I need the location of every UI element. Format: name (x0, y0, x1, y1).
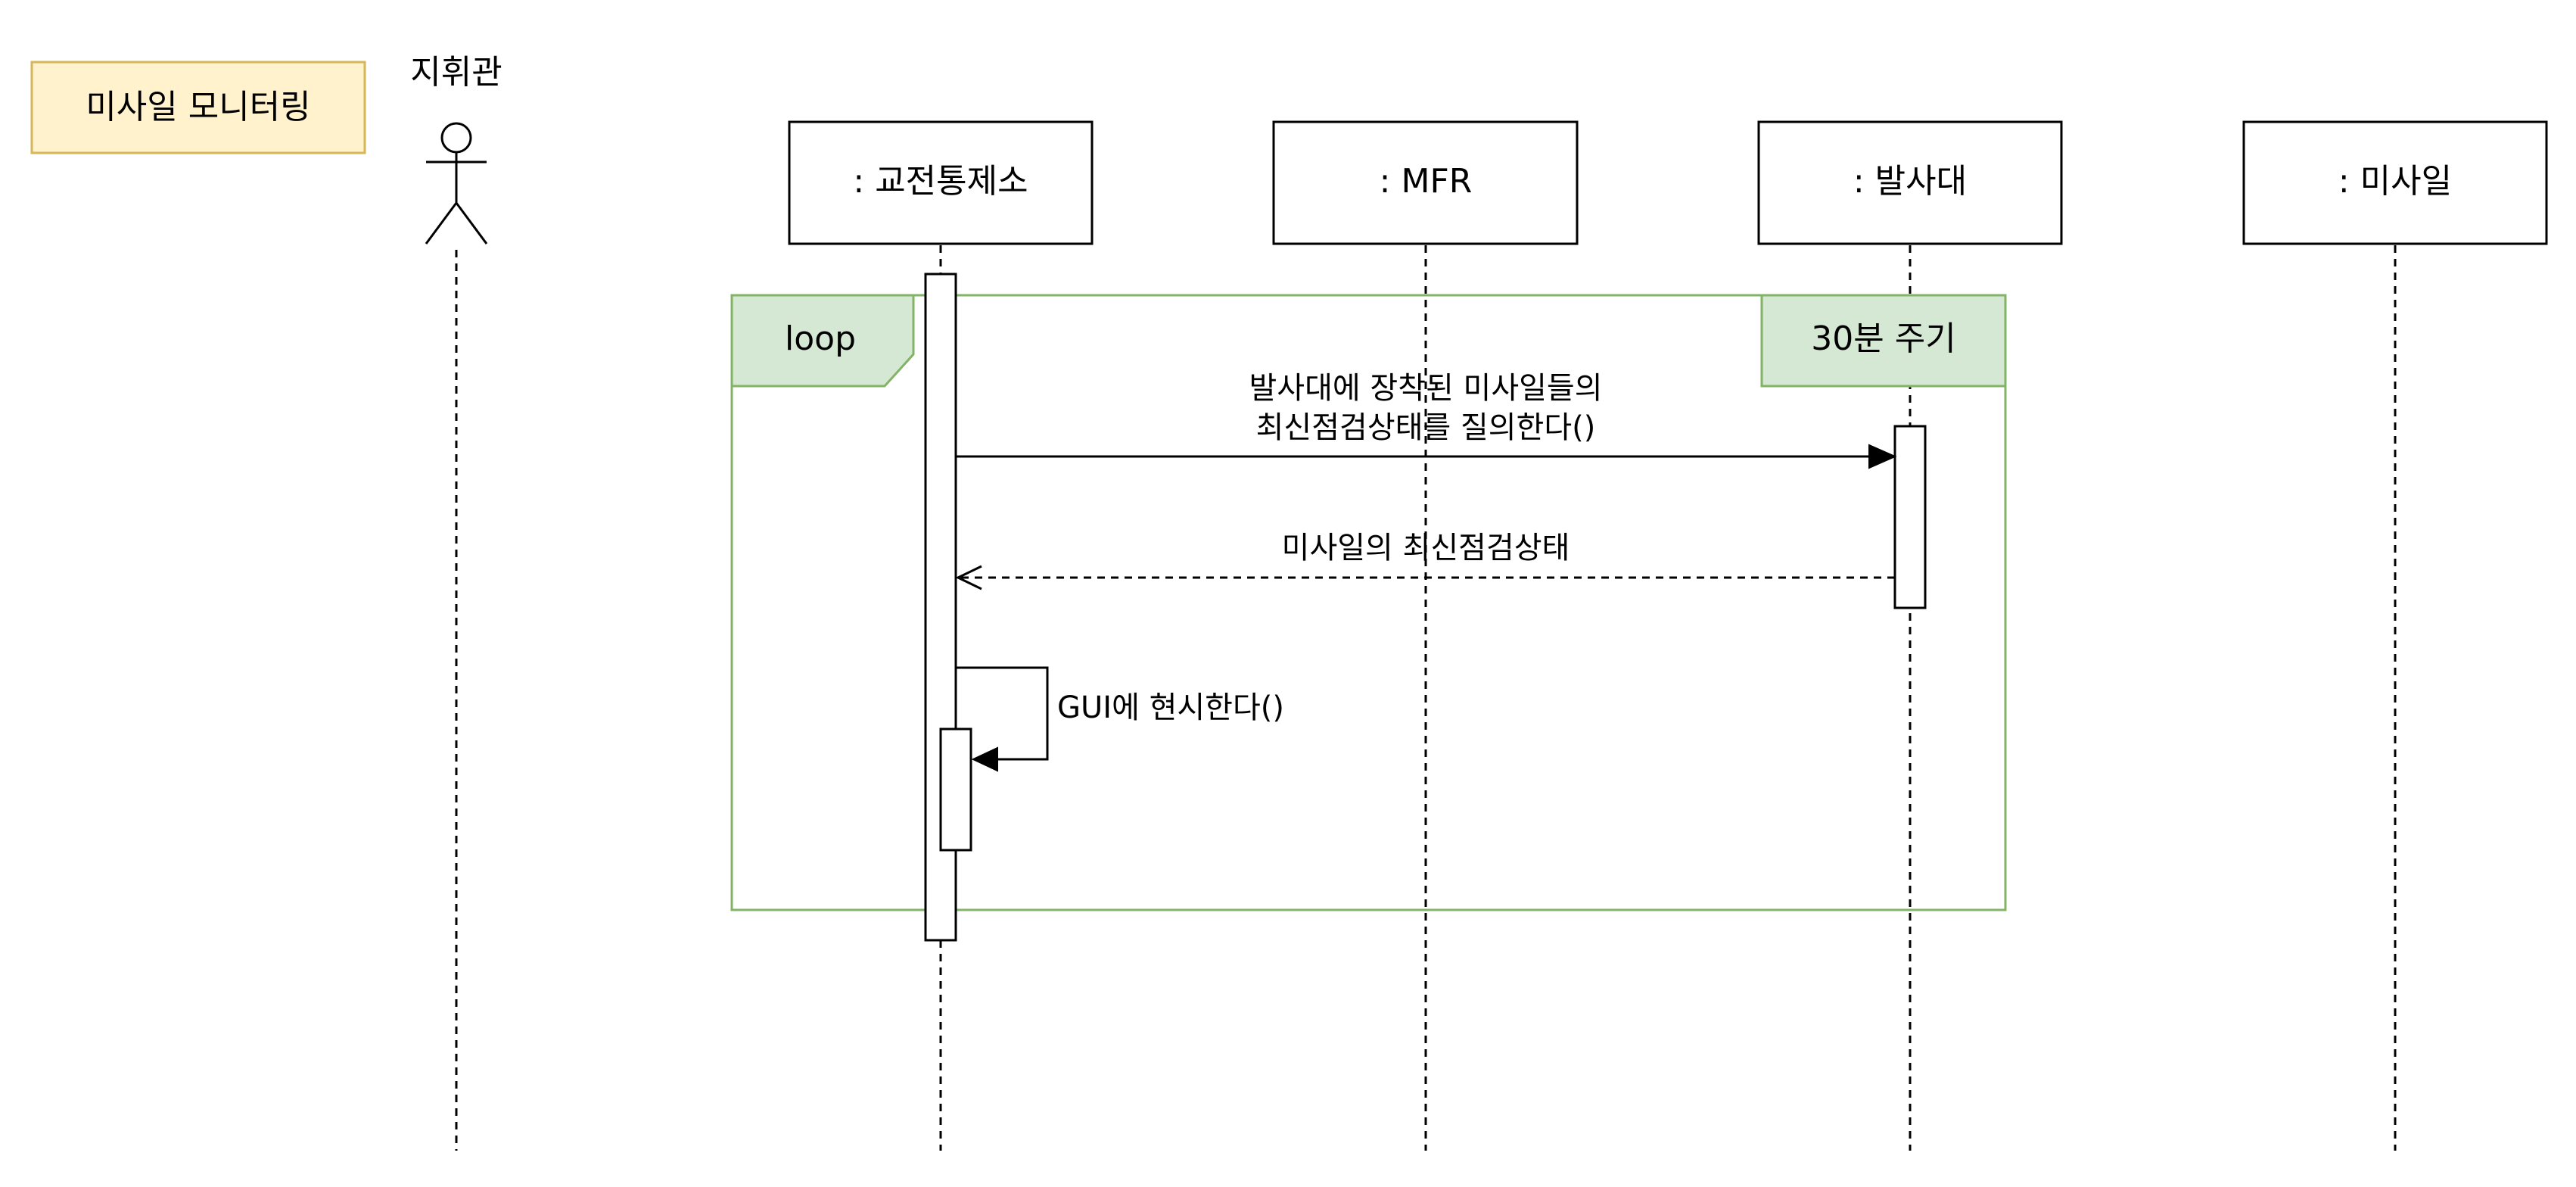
participant-label: : 교전통제소 (853, 162, 1028, 201)
actor-leg-right (455, 202, 488, 245)
message-self-display: GUI에 현시한다() (939, 666, 1284, 852)
activation-launcher (1893, 425, 1927, 609)
loop-condition: 30분 주기 (1811, 319, 1955, 358)
message-arrowhead (1868, 444, 1897, 469)
loop-condition-box (1760, 294, 2007, 388)
actor-head (440, 122, 472, 154)
participant-launcher: : 발사대 (1757, 120, 2063, 245)
title-note: 미사일 모니터링 (30, 61, 366, 154)
actor-leg-left (425, 202, 458, 245)
participant-mfr: : MFR (1272, 120, 1579, 245)
message-return-arrowhead (955, 565, 982, 590)
message-label: 미사일의 최신점검상태 (1282, 531, 1570, 565)
loop-keyword-tab (730, 294, 915, 388)
participant-control-center: : 교전통제소 (788, 120, 1094, 245)
participant-label: : 발사대 (1853, 162, 1967, 201)
actor-name: 지휘관 (410, 53, 502, 92)
participant-label: : MFR (1380, 162, 1473, 201)
actor-commander: 지휘관 (410, 53, 502, 1151)
participant-label: : 미사일 (2338, 162, 2452, 201)
message-label: GUI에 현시한다() (1057, 690, 1284, 725)
title-note-text: 미사일 모니터링 (86, 88, 310, 126)
activation-self-call (939, 727, 972, 852)
message-label-line2: 최신점검상태를 질의한다() (1256, 410, 1596, 445)
loop-fragment: loop 30분 주기 (730, 294, 2007, 911)
message-label-line1: 발사대에 장착된 미사일들의 (1249, 371, 1602, 406)
message-return-status: 미사일의 최신점검상태 (955, 531, 1895, 590)
message-query-status: 발사대에 장착된 미사일들의 최신점검상태를 질의한다() (956, 371, 1897, 469)
self-call-arrowhead (971, 746, 998, 772)
participant-missile: : 미사일 (2242, 120, 2548, 245)
self-call-line (956, 666, 1049, 761)
loop-keyword: loop (785, 319, 856, 358)
loop-frame (730, 294, 2007, 911)
